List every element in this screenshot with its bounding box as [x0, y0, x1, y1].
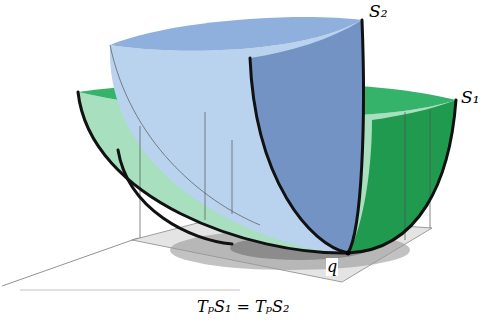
- point-label: q: [326, 258, 338, 276]
- axis-line: [2, 238, 138, 286]
- ground-line: [20, 290, 240, 291]
- tangent-point: [346, 251, 351, 256]
- surface-label: S₂: [368, 2, 388, 21]
- caption: TₚS₁ = TₚS₂: [197, 298, 289, 316]
- surface-s2-front: [250, 20, 363, 253]
- guide-lines: [110, 45, 430, 240]
- cross-sections: [78, 20, 456, 253]
- surface-label: S₁: [460, 88, 480, 107]
- surface-s2-back: [110, 20, 364, 253]
